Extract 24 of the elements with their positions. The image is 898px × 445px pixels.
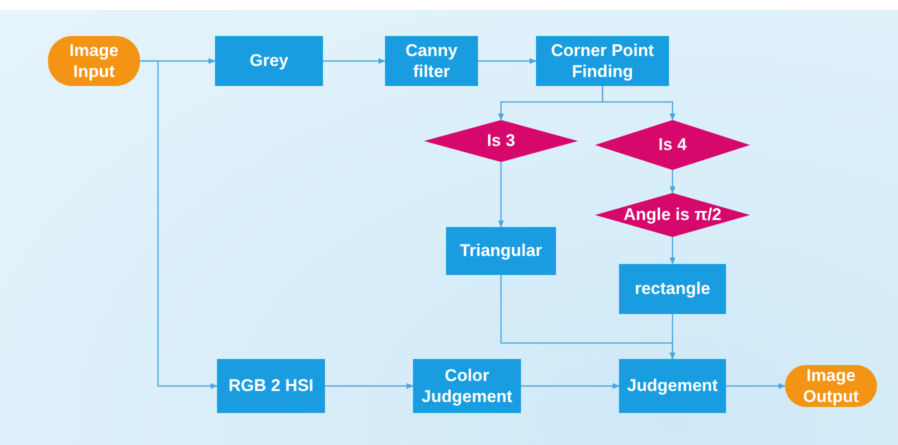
arrow — [670, 170, 676, 194]
decision-diamond: Is 3 — [424, 120, 578, 162]
process-box: RGB 2 HSI — [217, 359, 325, 413]
arrow — [323, 58, 386, 64]
process-box: Triangular — [446, 227, 556, 275]
process-box: Canny filter — [385, 36, 478, 86]
arrow — [498, 162, 504, 228]
arrow — [521, 383, 620, 389]
decision-diamond: Angle is π/2 — [595, 193, 750, 237]
arrow — [670, 314, 676, 360]
process-box: Grey — [215, 36, 323, 86]
arrow — [670, 237, 676, 265]
terminal-pill: Image Input — [48, 36, 140, 86]
process-box: Corner Point Finding — [536, 36, 669, 86]
decision-diamond: Is 4 — [595, 120, 750, 170]
process-box: rectangle — [619, 264, 726, 314]
arrow — [140, 60, 218, 389]
arrow — [602, 86, 676, 121]
terminal-pill: Image Output — [785, 365, 877, 407]
arrow — [478, 58, 537, 64]
arrow — [726, 383, 786, 389]
process-box: Color Judgement — [413, 359, 521, 413]
arrow — [325, 383, 414, 389]
process-box: Judgement — [619, 359, 726, 413]
